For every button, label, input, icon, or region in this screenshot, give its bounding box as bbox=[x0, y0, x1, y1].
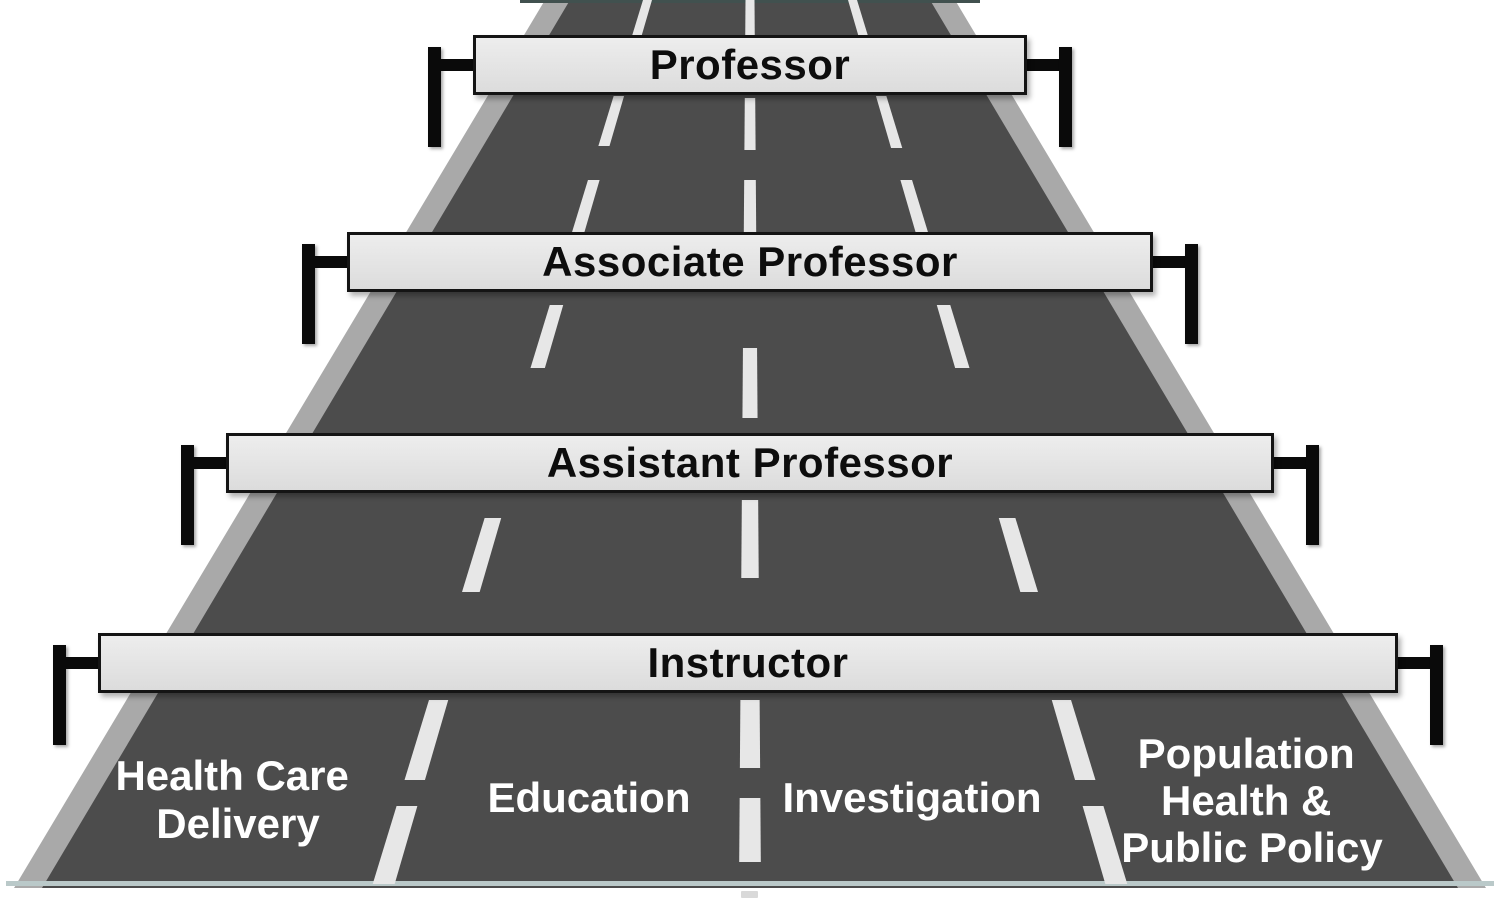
lane-label-education: Education bbox=[487, 774, 690, 821]
lane-dash bbox=[742, 348, 758, 418]
lane-dash bbox=[1051, 700, 1096, 780]
lane-dash bbox=[631, 0, 652, 38]
lane-dash bbox=[848, 0, 869, 38]
lane-dash bbox=[744, 98, 756, 150]
lane-dash bbox=[572, 180, 600, 232]
hurdle-label: Assistant Professor bbox=[546, 439, 954, 486]
hurdle-right-arm bbox=[1027, 59, 1060, 71]
hurdle-right-post bbox=[1430, 645, 1443, 745]
hurdle-right-arm bbox=[1153, 256, 1186, 268]
hurdle-associate-professor: Associate Professor bbox=[302, 232, 1198, 344]
hurdle-assistant-professor: Assistant Professor bbox=[181, 433, 1319, 545]
lane-label-health-care-delivery: Health Care Delivery bbox=[115, 752, 360, 847]
lane-dash bbox=[745, 0, 755, 35]
hurdle-right-arm bbox=[1398, 657, 1431, 669]
hurdle-label: Professor bbox=[649, 41, 851, 88]
lane-dash bbox=[739, 798, 761, 862]
lane-dash bbox=[1082, 806, 1128, 884]
lane-label-investigation: Investigation bbox=[782, 774, 1041, 821]
lane-dash bbox=[739, 700, 761, 768]
lane-dash bbox=[372, 806, 418, 884]
hurdle-left-post bbox=[428, 47, 441, 147]
hurdle-label: Instructor bbox=[647, 639, 849, 686]
hurdle-label: Associate Professor bbox=[542, 238, 958, 285]
lane-divider-dashes bbox=[372, 0, 1128, 884]
lane-labels: Health Care Delivery Education Investiga… bbox=[115, 730, 1383, 871]
hurdle-professor: Professor bbox=[428, 35, 1072, 147]
hurdle-left-arm bbox=[193, 457, 226, 469]
lane-dash bbox=[998, 518, 1038, 592]
hurdle-right-post bbox=[1059, 47, 1072, 147]
hurdle-bar: Professor bbox=[473, 35, 1027, 95]
lane-dash bbox=[530, 305, 564, 368]
hurdle-left-post bbox=[53, 645, 66, 745]
lane-dash bbox=[598, 96, 625, 146]
hurdle-left-arm bbox=[314, 256, 347, 268]
lane-dash bbox=[900, 180, 928, 232]
hurdle-right-post bbox=[1185, 244, 1198, 344]
road-bottom-edge-line bbox=[6, 881, 1494, 886]
hurdle-left-post bbox=[181, 445, 194, 545]
lane-dash bbox=[743, 180, 757, 232]
hurdle-left-arm bbox=[440, 59, 473, 71]
hurdle-bar: Instructor bbox=[98, 633, 1398, 693]
hurdle-bar: Associate Professor bbox=[347, 232, 1153, 292]
lane-dash bbox=[936, 305, 970, 368]
hurdle-right-post bbox=[1306, 445, 1319, 545]
hurdle-instructor: Instructor bbox=[53, 633, 1443, 745]
center-line-bottom-stub bbox=[741, 891, 758, 898]
hurdle-left-post bbox=[302, 244, 315, 344]
lane-dash bbox=[875, 96, 903, 148]
lane-dash bbox=[462, 518, 502, 592]
lane-dash bbox=[741, 500, 759, 578]
hurdle-right-arm bbox=[1274, 457, 1307, 469]
hurdle-left-arm bbox=[65, 657, 98, 669]
lane-dash bbox=[404, 700, 449, 780]
hurdle-bar: Assistant Professor bbox=[226, 433, 1274, 493]
lane-label-population-health-public-policy: Population Health & Public Policy bbox=[1121, 730, 1383, 871]
